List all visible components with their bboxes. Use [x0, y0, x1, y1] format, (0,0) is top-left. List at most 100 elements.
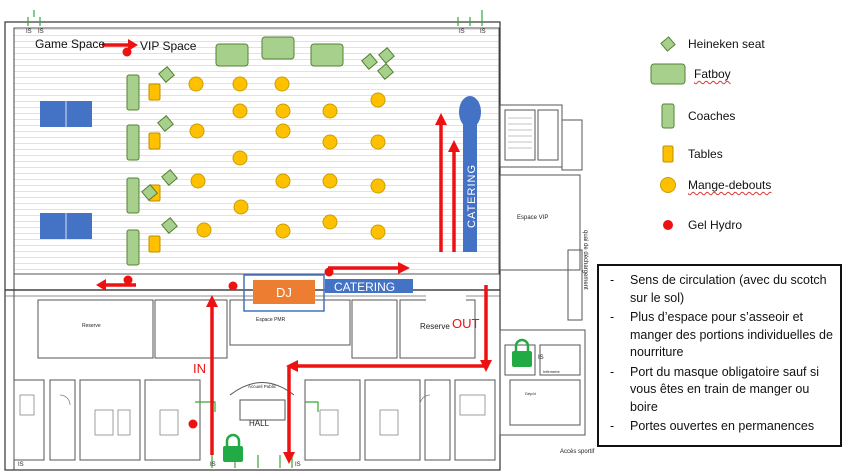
- is-label: IS: [459, 29, 465, 35]
- lower-room-details: [19, 394, 486, 436]
- game-space-label: Game Space: [35, 37, 105, 51]
- gel-5: [188, 419, 198, 429]
- catering-vertical-label: CATERING: [466, 164, 478, 228]
- mange-debout-14: [275, 173, 291, 189]
- gel-hydro-icon: [650, 219, 686, 231]
- right-wing-stairs: [508, 117, 532, 149]
- coaches: [126, 74, 140, 266]
- flow-arrows: [102, 43, 488, 455]
- is-label: IS: [210, 462, 216, 468]
- accueil-label: Accueil Public: [248, 384, 277, 389]
- lock-icon: [512, 338, 532, 367]
- vip-space-label: VIP Space: [140, 39, 197, 53]
- is-label: IS: [480, 29, 486, 35]
- fatboy-1: [215, 43, 249, 67]
- mange-debout-6: [275, 103, 291, 119]
- arrow-heads: [96, 39, 492, 464]
- is-label: IS: [18, 462, 24, 468]
- legend-item-mange-debouts: Mange-debouts: [650, 173, 771, 197]
- lower-rooms: [13, 299, 496, 461]
- mange-debout-12: [370, 134, 386, 150]
- heineken-seats: [141, 47, 395, 234]
- catering-horizontal-label: CATERING: [334, 280, 395, 294]
- rule-item: Portes ouvertes en permanences: [605, 418, 834, 436]
- gel-4: [324, 267, 334, 277]
- gel-hydro-points: [122, 47, 334, 429]
- out-door-box: [426, 292, 466, 306]
- mange-debout-1: [188, 76, 204, 92]
- mange-debout-13: [190, 173, 206, 189]
- heineken-seat-icon: [650, 36, 686, 52]
- dj-booth: [253, 280, 315, 304]
- coach-icon: [650, 103, 686, 129]
- mange-debout-7: [322, 103, 338, 119]
- seat-1: [158, 66, 175, 83]
- seat-2: [157, 115, 174, 132]
- reserve-label: Reserve: [82, 323, 101, 329]
- catering-horizontal: [325, 279, 413, 293]
- mange-debout-icon: [650, 176, 686, 194]
- espace-pmr-label: Espace PMR: [256, 317, 286, 323]
- gel-2: [123, 275, 133, 285]
- legend-label: Tables: [688, 147, 723, 161]
- lock-icon: [223, 433, 243, 462]
- legend-item-heineken-seat: Heineken seat: [650, 32, 765, 56]
- reserve-label: Reserve: [420, 322, 450, 331]
- coach-3: [126, 177, 140, 214]
- hall-label: HALL: [249, 419, 270, 428]
- legend-label: Fatboy: [694, 67, 731, 81]
- mange-debout-15: [322, 173, 338, 189]
- mange-debout-18: [196, 222, 212, 238]
- seat-8: [377, 63, 394, 80]
- rule-item: Plus d’espace pour s’asseoir et manger d…: [605, 309, 834, 362]
- legend-item-coaches: Coaches: [650, 103, 736, 129]
- out-label: OUT: [452, 316, 480, 331]
- table-2: [148, 132, 161, 150]
- rules-note-box: Sens de circulation (avec du scotch sur …: [597, 264, 842, 447]
- acces-sportif-label: Accès sportif: [560, 449, 595, 455]
- seat-6: [361, 53, 378, 70]
- mange-debout-19: [275, 223, 291, 239]
- fatboys: [215, 36, 344, 67]
- main-hall-floor: [13, 27, 500, 275]
- mange-debouts: [188, 76, 386, 240]
- mange-debout-20: [322, 214, 338, 230]
- mange-debout-21: [370, 224, 386, 240]
- dj-booth-frame: [243, 274, 325, 312]
- mange-debout-16: [370, 178, 386, 194]
- coach-4: [126, 229, 140, 266]
- fatboy-icon: [650, 62, 686, 86]
- depot-label: Dépôt: [525, 391, 537, 396]
- mange-debout-5: [232, 103, 248, 119]
- legend-item-tables: Tables: [650, 142, 723, 166]
- legend-label: Mange-debouts: [688, 178, 772, 192]
- legend-label: Coaches: [688, 109, 736, 123]
- in-label: IN: [193, 361, 206, 376]
- mange-debout-17: [233, 199, 249, 215]
- right-wing: [499, 104, 586, 436]
- quai-label: quai de déchargement: [582, 230, 588, 290]
- is-label: IS: [295, 462, 301, 468]
- legend-label: Heineken seat: [688, 37, 765, 51]
- seat-3: [161, 169, 178, 186]
- mange-debout-11: [322, 134, 338, 150]
- espace-vip-label: Espace VIP: [517, 215, 548, 221]
- mange-debout-10: [275, 123, 291, 139]
- gel-3: [228, 281, 238, 291]
- table-icon: [650, 145, 686, 163]
- mange-debout-3: [274, 76, 290, 92]
- seat-4: [161, 217, 178, 234]
- table-4: [148, 235, 161, 253]
- catering-vertical-head: [459, 96, 481, 128]
- dj-label: DJ: [276, 285, 292, 300]
- fatboy-2: [261, 36, 295, 60]
- gel-1: [122, 47, 132, 57]
- is-label: IS: [538, 355, 544, 361]
- table-1: [148, 83, 161, 101]
- coach-2: [126, 124, 140, 161]
- seat-7: [378, 47, 395, 64]
- mange-debout-2: [232, 76, 248, 92]
- legend-item-fatboy: Fatboy: [650, 62, 731, 86]
